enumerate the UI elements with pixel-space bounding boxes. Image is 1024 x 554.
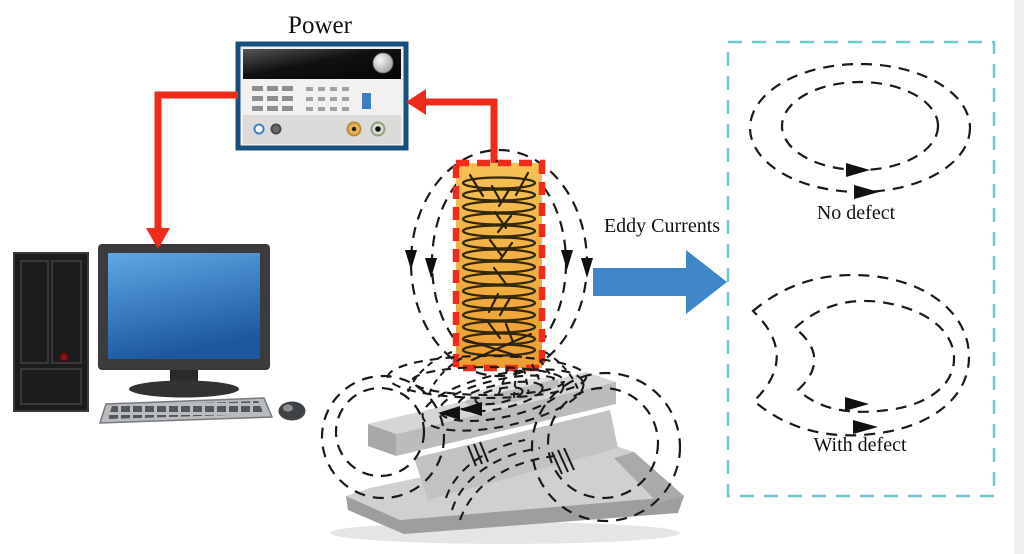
eddy-arrow-left-icon — [460, 402, 482, 416]
cable-coil-to-power — [406, 89, 498, 168]
loop-arrow-right-icon — [846, 163, 870, 177]
field-arrow-down-icon — [405, 250, 417, 270]
keyboard — [98, 397, 274, 424]
monitor-screen — [108, 253, 260, 359]
page-edge — [1014, 0, 1024, 554]
eddy-currents-label: Eddy Currents — [603, 215, 721, 237]
eddy-current-loops-on-rail — [421, 368, 585, 432]
red-arrowhead-down-icon — [146, 228, 170, 249]
excitation-coil — [452, 159, 546, 372]
loop-arrow-right-icon — [854, 185, 879, 199]
power-label: Power — [288, 12, 352, 39]
monitor — [98, 244, 270, 398]
power-knob — [372, 52, 394, 74]
monitor-base — [129, 380, 239, 398]
power-display — [362, 93, 371, 109]
eddy-currents-arrow-icon — [593, 250, 727, 314]
with-defect-diagram — [751, 273, 971, 437]
tower-power-button — [58, 351, 70, 363]
no-defect-diagram — [748, 62, 972, 199]
results-panel-border — [726, 40, 996, 498]
results-panel — [726, 40, 996, 498]
no-defect-label: No defect — [816, 202, 896, 224]
power-buttons — [252, 86, 349, 111]
with-defect-label: With defect — [813, 434, 907, 456]
computer — [13, 244, 306, 424]
rail-field-lines — [320, 351, 682, 523]
flux-tick-marks — [467, 441, 575, 475]
power-ports — [253, 121, 386, 137]
eddy-arrow-left-icon — [438, 406, 460, 420]
cable-power-to-computer — [146, 91, 238, 249]
power-supply — [235, 41, 409, 151]
loop-arrow-right-icon — [853, 420, 878, 434]
red-arrowhead-left-icon — [406, 89, 426, 115]
field-arrow-down-icon — [425, 258, 437, 278]
field-arrow-down-icon — [561, 250, 573, 270]
loop-arrow-right-icon — [845, 397, 869, 411]
computer-tower — [13, 252, 89, 412]
mouse — [278, 401, 306, 421]
field-arrow-down-icon — [581, 258, 593, 278]
